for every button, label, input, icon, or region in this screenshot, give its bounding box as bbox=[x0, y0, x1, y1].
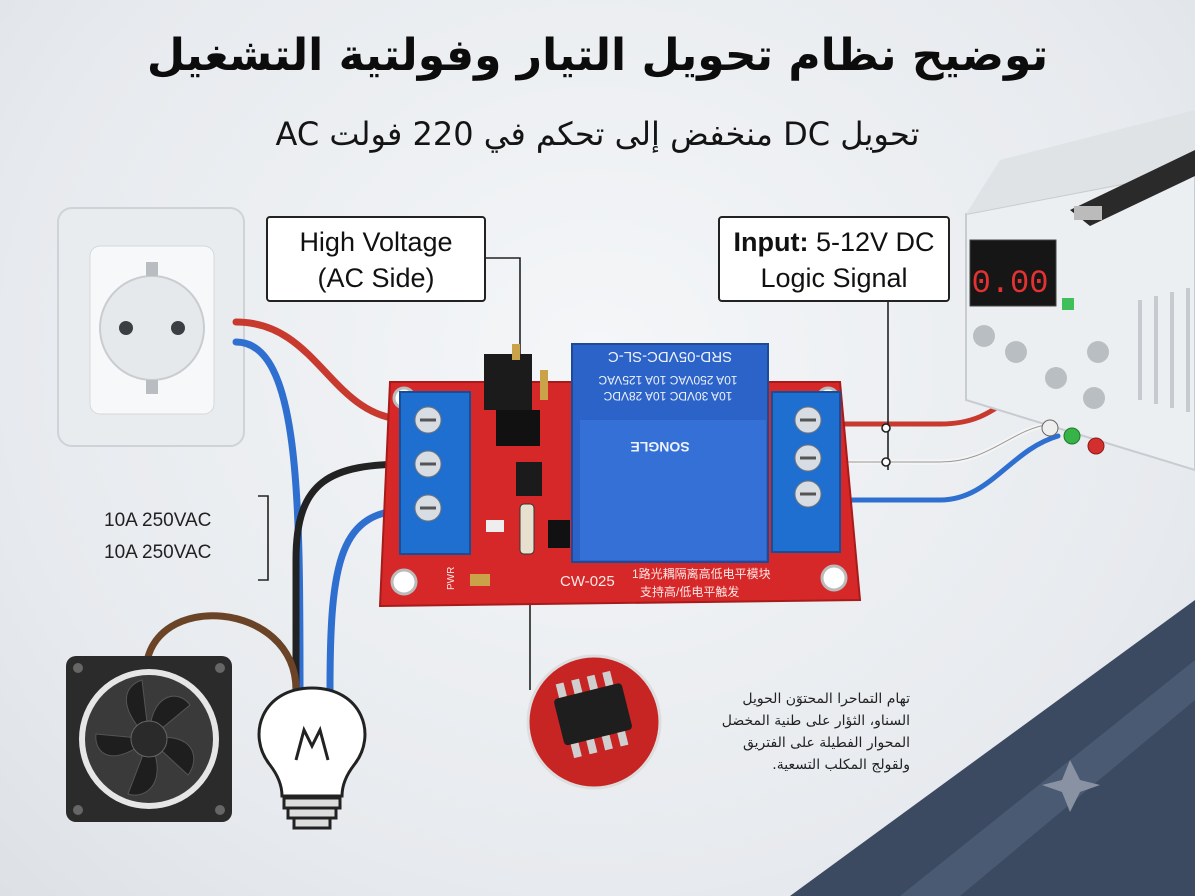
relay-brand-label: SONGLE bbox=[630, 439, 689, 455]
board-text: CW-025 1路光耦隔离高低电平模块 支持高/低电平触发 PWR 0.00 bbox=[446, 265, 1048, 599]
relay-module-board bbox=[378, 343, 862, 608]
high-voltage-callout: High Voltage (AC Side) bbox=[266, 216, 486, 302]
supply-display-value: 0.00 bbox=[972, 265, 1049, 302]
note-line-2: السناو، الثؤار على طنية المخضل bbox=[721, 713, 910, 729]
board-chinese-line2: 支持高/低电平触发 bbox=[640, 584, 739, 599]
fan bbox=[66, 656, 232, 822]
note-line-3: المحوار الفطيلة على الفتريق bbox=[742, 735, 910, 751]
input-voltage: 5-12V DC bbox=[808, 227, 935, 257]
relay-model-label: SRD-05VDC-SL-C bbox=[608, 348, 732, 365]
high-voltage-line2: (AC Side) bbox=[317, 263, 435, 293]
rating-label-2: 10A 250VAC bbox=[104, 542, 212, 563]
relay-rating-line2: 10A 30VDC 10A 28VDC bbox=[603, 389, 732, 403]
chip-description: تهام التماحرا المحتوٓن الحويل السناو، ال… bbox=[700, 688, 910, 776]
input-label: Input: bbox=[733, 227, 809, 257]
note-line-4: ولقولج المكلب التسعية. bbox=[772, 757, 910, 773]
board-chinese-line1: 1路光耦隔离高低电平模块 bbox=[632, 566, 771, 581]
power-supply bbox=[965, 110, 1195, 472]
relay-rating-line1: 10A 250VAC 10A 125VAC bbox=[598, 373, 737, 387]
light-bulb bbox=[257, 686, 367, 830]
chip-zoom bbox=[526, 654, 662, 790]
note-line-1: تهام التماحرا المحتوٓن الحويل bbox=[742, 691, 910, 707]
page-title: توضيح نظام تحويل التيار وفولتية التشغيل bbox=[146, 30, 1049, 81]
high-voltage-line1: High Voltage bbox=[299, 227, 453, 257]
output-terminals bbox=[1041, 419, 1105, 455]
input-line1: Input: 5-12V DC bbox=[720, 224, 948, 260]
board-model-label: CW-025 bbox=[560, 573, 615, 590]
input-line2: Logic Signal bbox=[760, 263, 908, 293]
wall-socket bbox=[57, 207, 245, 447]
board-pwr-label: PWR bbox=[446, 567, 457, 590]
input-callout: Input: 5-12V DC Logic Signal bbox=[718, 216, 950, 302]
rating-label-1: 10A 250VAC bbox=[104, 510, 212, 531]
page-subtitle: تحويل DC منخفض إلى تحكم في 220 فولت AC bbox=[275, 115, 920, 153]
work-mat bbox=[790, 600, 1195, 896]
relay-text: SRD-05VDC-SL-C 10A 250VAC 10A 125VAC 10A… bbox=[598, 348, 737, 455]
sparkle-icon bbox=[1042, 760, 1100, 812]
